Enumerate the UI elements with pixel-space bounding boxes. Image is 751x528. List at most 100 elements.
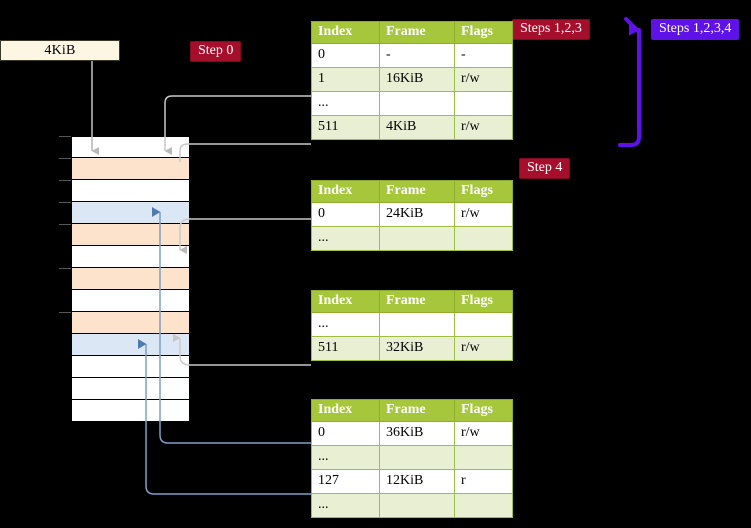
badge-step-0-label: Step 0 (198, 43, 234, 58)
table-cell: 1 (311, 67, 380, 92)
table-cell (454, 91, 513, 116)
table-cell (379, 312, 455, 337)
table-cell: 36KiB (379, 421, 455, 446)
memory-grid-row (71, 180, 190, 202)
table-cell: ... (311, 91, 380, 116)
memory-grid-tick (59, 224, 71, 225)
memory-grid-row (71, 334, 190, 356)
table-cell: r (454, 469, 513, 494)
wire-table1-row511 (179, 143, 311, 162)
table-header-flags: Flags (454, 399, 513, 422)
memory-grid-row (71, 224, 190, 246)
table-cell (379, 226, 455, 251)
table-cell: 16KiB (379, 67, 455, 92)
table-cell: ... (311, 312, 380, 337)
table-cell: ... (311, 226, 380, 251)
table-cell (379, 91, 455, 116)
table-header-frame: Frame (379, 399, 455, 422)
memory-grid-row (71, 400, 190, 422)
table-header-index: Index (311, 290, 380, 313)
arrow-steps-bracket (618, 17, 641, 147)
wire-table2-row0 (179, 218, 311, 254)
table-cell: 0 (311, 421, 380, 446)
memory-grid-row (71, 290, 190, 312)
table-cell: r/w (454, 67, 513, 92)
memory-grid-row (71, 158, 190, 180)
badge-steps-1234: Steps 1,2,3,4 (651, 19, 740, 41)
table-row: ... (311, 493, 513, 518)
badge-steps-123-label: Steps 1,2,3 (520, 21, 582, 36)
table-cell (454, 445, 513, 470)
table-cell: 32KiB (379, 336, 455, 361)
table-cell: 511 (311, 336, 380, 361)
table-cell: 127 (311, 469, 380, 494)
badge-step-0: Step 0 (190, 41, 242, 63)
table-cell: r/w (454, 115, 513, 140)
table-row: ... (311, 91, 513, 116)
memory-grid-row (71, 268, 190, 290)
table-header-flags: Flags (454, 21, 513, 44)
memory-grid-tick (59, 202, 71, 203)
table-cell: 0 (311, 202, 380, 227)
table-cell: 12KiB (379, 469, 455, 494)
badge-step-4-label: Step 4 (527, 160, 563, 175)
memory-grid-row (71, 356, 190, 378)
table-cell: r/w (454, 202, 513, 227)
table-header-flags: Flags (454, 290, 513, 313)
memory-size-label: 4KiB (44, 42, 76, 58)
table-cell: ... (311, 445, 380, 470)
wire-table3-row511 (173, 334, 311, 366)
badge-steps-1234-label: Steps 1,2,3,4 (659, 21, 732, 36)
table-cell: - (454, 43, 513, 68)
table-header-flags: Flags (454, 180, 513, 203)
table-row: ... (311, 445, 513, 470)
table-cell (379, 445, 455, 470)
table-cell (454, 226, 513, 251)
table-cell: 511 (311, 115, 380, 140)
badge-step-4: Step 4 (519, 158, 571, 180)
table-cell (454, 312, 513, 337)
table-cell: r/w (454, 421, 513, 446)
table-cell: ... (311, 493, 380, 518)
table-row: 0-- (311, 43, 513, 68)
table-header-index: Index (311, 399, 380, 422)
table-cell: r/w (454, 336, 513, 361)
table-header-frame: Frame (379, 21, 455, 44)
memory-grid-row (71, 136, 190, 158)
table-header-frame: Frame (379, 290, 455, 313)
table-cell: 4KiB (379, 115, 455, 140)
table-cell: 0 (311, 43, 380, 68)
table-header-frame: Frame (379, 180, 455, 203)
table-cell: - (379, 43, 455, 68)
memory-size-box: 4KiB (0, 40, 120, 61)
memory-grid-tick (59, 158, 71, 159)
table-header-index: Index (311, 21, 380, 44)
badge-steps-123: Steps 1,2,3 (512, 19, 590, 41)
memory-grid-tick (59, 136, 71, 137)
memory-grid-tick (59, 312, 71, 313)
memory-grid (59, 136, 190, 422)
memory-grid-row (71, 378, 190, 400)
table-cell: 24KiB (379, 202, 455, 227)
memory-grid-row (71, 312, 190, 334)
table-row: ... (311, 226, 513, 251)
table-header-index: Index (311, 180, 380, 203)
memory-grid-row (71, 202, 190, 224)
table-row: ... (311, 312, 513, 337)
memory-grid-tick (59, 180, 71, 181)
